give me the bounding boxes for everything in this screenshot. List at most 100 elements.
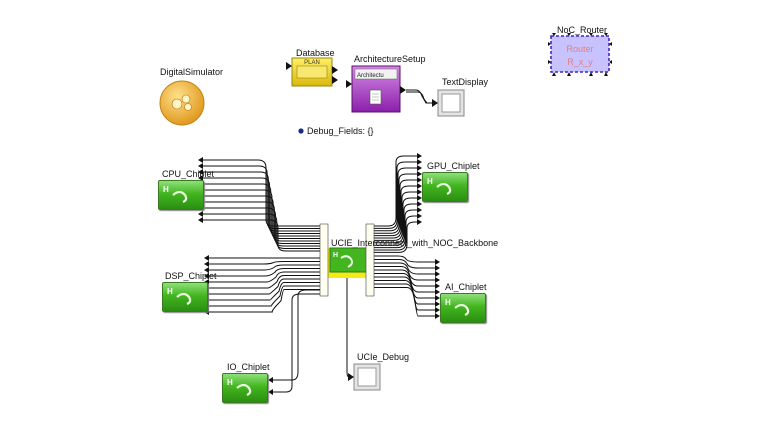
dsp-link	[209, 278, 320, 295]
ucie-interconnect-actor[interactable]: H	[319, 223, 375, 297]
gpu-link	[374, 197, 417, 244]
cpu-link	[203, 165, 320, 229]
port-arrow	[435, 313, 440, 319]
gpu-link	[374, 209, 417, 249]
port-arrow	[435, 283, 440, 289]
architecture-setup-text: Architectu	[357, 73, 384, 79]
dsp-link	[209, 275, 320, 289]
port-arrow	[417, 159, 422, 165]
composite-arrow-icon	[454, 303, 470, 316]
dsp-chiplet-actor[interactable]: H	[162, 282, 208, 312]
text-display-actor[interactable]	[432, 89, 465, 117]
text-display-label: TextDisplay	[442, 77, 489, 87]
ai-chiplet-glyph: H	[445, 298, 451, 307]
gear-icon	[171, 94, 192, 111]
port-arrow	[435, 307, 440, 313]
database-actor[interactable]: PLAN	[286, 57, 338, 87]
io-chiplet-actor[interactable]: H	[222, 373, 268, 403]
database-label: Database	[296, 48, 335, 58]
port-arrow	[435, 265, 440, 271]
gpu-link	[374, 221, 417, 253]
composite-arrow-icon	[236, 383, 252, 396]
digital-simulator-director[interactable]	[159, 80, 205, 126]
ai-link	[374, 262, 435, 275]
ucie-interconnect-label: UCIE_Interconnect_with_NOC_Backbone	[331, 238, 498, 248]
port-arrow	[268, 389, 273, 395]
port-arrow	[198, 157, 203, 163]
gpu-link	[374, 215, 417, 251]
port-arrow	[417, 219, 422, 225]
cpu-link	[203, 177, 320, 234]
gpu-link	[374, 179, 417, 237]
port-arrow	[435, 277, 440, 283]
gpu-link	[374, 185, 417, 239]
gpu-link	[374, 155, 417, 227]
port-arrow	[204, 261, 209, 267]
port-arrow	[198, 211, 203, 217]
debug-link	[346, 278, 350, 378]
cpu-link	[203, 159, 320, 227]
ai-chiplet-actor[interactable]: H	[440, 293, 486, 323]
port-arrow	[435, 289, 440, 295]
ai-link	[374, 273, 435, 293]
digital-simulator-label: DigitalSimulator	[160, 67, 223, 77]
dsp-link	[209, 282, 320, 301]
cpu-link	[203, 195, 320, 242]
gpu-link	[374, 161, 417, 229]
dsp-link	[209, 264, 320, 271]
dsp-link	[209, 289, 320, 313]
gpu-link	[374, 203, 417, 246]
gpu-chiplet-actor[interactable]: H	[422, 172, 468, 202]
port-arrow	[435, 271, 440, 277]
gpu-link	[374, 191, 417, 241]
composite-arrow-icon	[172, 190, 188, 203]
ucie-debug-label: UCIe_Debug	[357, 352, 409, 362]
cpu-chiplet-actor[interactable]: H	[158, 180, 204, 210]
architecture-setup-actor[interactable]: Architectu	[346, 65, 406, 113]
port-arrow	[417, 207, 422, 213]
gpu-chiplet-label: GPU_Chiplet	[427, 161, 480, 171]
dsp-chiplet-glyph: H	[167, 287, 173, 296]
gpu-link	[374, 167, 417, 232]
port-arrow	[204, 255, 209, 261]
connection-links	[203, 89, 435, 393]
ai-link	[374, 266, 435, 281]
io-chiplet-label: IO_Chiplet	[227, 362, 270, 372]
noc-router-subtext: R_x_y	[567, 57, 593, 67]
io-chiplet-glyph: H	[227, 378, 233, 387]
noc-router-actor[interactable]: Router R_x_y	[548, 33, 612, 76]
port-arrow	[417, 165, 422, 171]
cpu-link	[203, 201, 320, 244]
dsp-link	[209, 268, 320, 277]
port-arrow	[417, 183, 422, 189]
port-arrow	[198, 175, 203, 181]
port-arrow	[417, 213, 422, 219]
cpu-link	[203, 219, 320, 252]
dsp-link	[209, 261, 320, 265]
ai-chiplet-label: AI_Chiplet	[445, 282, 487, 292]
port-arrow	[204, 267, 209, 273]
dsp-chiplet-label: DSP_Chiplet	[165, 271, 217, 281]
port-arrow	[198, 169, 203, 175]
ai-link	[374, 287, 435, 317]
port-arrow	[268, 377, 273, 383]
port-arrow	[198, 217, 203, 223]
port-arrow	[435, 301, 440, 307]
dsp-link	[209, 271, 320, 283]
ucie-glyph: H	[333, 252, 338, 259]
ucie-debug-display-actor[interactable]	[348, 363, 381, 391]
document-icon	[369, 89, 382, 105]
composite-arrow-icon	[176, 292, 192, 305]
cpu-chiplet-label: CPU_Chiplet	[162, 169, 215, 179]
ai-link	[374, 269, 435, 287]
port-arrow	[417, 201, 422, 207]
ai-link	[374, 259, 435, 269]
io-link	[268, 289, 320, 381]
debug-fields-dot	[298, 128, 304, 134]
architecture-setup-label: ArchitectureSetup	[354, 54, 426, 64]
noc-router-label: NoC_Router	[557, 25, 607, 35]
port-arrow	[417, 195, 422, 201]
port-arrow	[198, 163, 203, 169]
port-arrow	[417, 189, 422, 195]
